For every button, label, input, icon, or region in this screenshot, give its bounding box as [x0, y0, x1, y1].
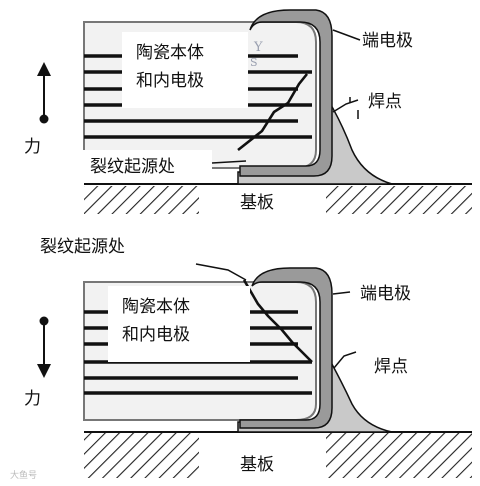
top-substrate-left-hatch: [84, 186, 199, 214]
bottom-solder-leader: [333, 351, 357, 369]
bottom-terminal-electrode: [239, 267, 333, 429]
top-panel: 陶瓷本体 和内电极 Y S 端电极 焊点 裂纹起源处 力 基板: [24, 9, 472, 214]
top-substrate-right-hatch: [326, 186, 472, 214]
bottom-label-box: [108, 286, 250, 362]
top-crack-leader: [211, 160, 247, 164]
bottom-crack-line: [242, 279, 313, 363]
top-force-label: 力: [24, 137, 41, 157]
top-crack-label: 裂纹起源处: [90, 157, 175, 177]
top-faint-glyph-1: Y: [253, 40, 263, 55]
top-crack-label-bg: [82, 150, 212, 178]
top-solder-label: 焊点: [368, 92, 402, 112]
bottom-force-arrow-head-icon: [37, 364, 51, 378]
bottom-substrate-label-bg: [200, 446, 326, 480]
bottom-label-line2: 和内电极: [122, 325, 190, 345]
top-force-point-icon: [39, 114, 49, 124]
bottom-force-label: 力: [24, 389, 41, 409]
bottom-crack-leader: [195, 263, 247, 281]
top-terminal-leader: [332, 29, 361, 41]
top-solder-leader: [332, 99, 359, 113]
bottom-force-point-icon: [39, 316, 49, 326]
top-faint-glyph-2: S: [250, 56, 258, 69]
watermark: 大鱼号: [10, 469, 37, 481]
bottom-terminal-label: 端电极: [360, 284, 411, 304]
top-terminal-label: 端电极: [362, 31, 413, 51]
top-label-line2: 和内电极: [136, 71, 204, 91]
top-force-arrow-head-icon: [37, 62, 51, 76]
bottom-solder-label: 焊点: [374, 357, 408, 377]
top-label-box: [122, 32, 248, 108]
bottom-panel: 陶瓷本体 和内电极 裂纹起源处 端电极 焊点 力 基板: [24, 237, 472, 480]
bottom-substrate-label: 基板: [240, 455, 274, 475]
top-terminal-electrode: [239, 9, 333, 177]
bottom-substrate-left-hatch: [84, 433, 199, 478]
bottom-terminal-leader: [332, 291, 351, 295]
bottom-label-line1: 陶瓷本体: [122, 297, 190, 317]
top-substrate-label: 基板: [240, 193, 274, 213]
top-crack-line: [237, 73, 309, 152]
bottom-substrate-right-hatch: [326, 433, 472, 478]
top-label-line1: 陶瓷本体: [136, 43, 204, 63]
bottom-crack-label: 裂纹起源处: [40, 237, 125, 257]
